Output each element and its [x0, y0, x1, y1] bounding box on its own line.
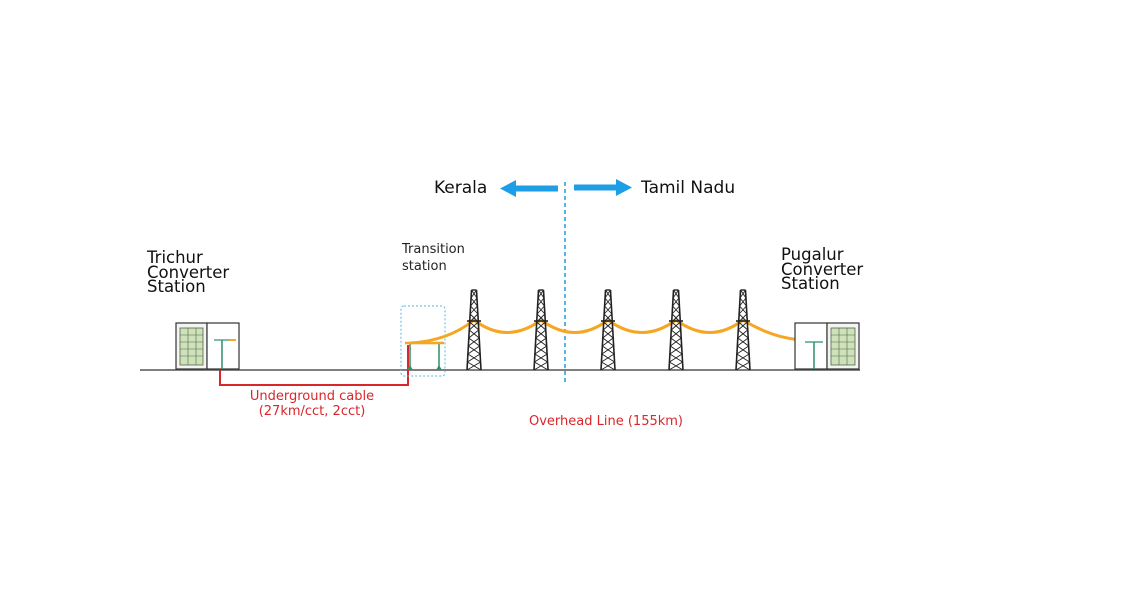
- overhead-line-label: Overhead Line (155km): [529, 414, 684, 429]
- arrow-right-icon: [574, 179, 632, 196]
- trichur-station-label: Trichur Converter Station: [147, 248, 230, 296]
- underground-cable: [219, 345, 409, 386]
- region-label-kerala: Kerala: [434, 178, 488, 198]
- transmission-tower-icon: [533, 289, 549, 371]
- pugalur-station-label: Pugalur Converter Station: [781, 245, 864, 293]
- transition-station-label: Transition station: [402, 242, 465, 274]
- transmission-tower-icon: [466, 289, 482, 371]
- trichur-converter-building-icon: [175, 322, 240, 370]
- region-label-tamil-nadu: Tamil Nadu: [641, 178, 736, 198]
- transmission-tower-icon: [600, 289, 616, 371]
- overhead-conductor: [409, 318, 806, 345]
- transmission-tower-icon: [668, 289, 684, 371]
- transition-station-box: [400, 305, 446, 377]
- transition-station-equipment: [405, 341, 444, 370]
- underground-cable-label: Underground cable (27km/cct, 2cct): [249, 389, 375, 419]
- transmission-tower-icon: [735, 289, 751, 371]
- arrow-left-icon: [500, 180, 558, 197]
- pugalur-converter-building-icon: [794, 322, 860, 370]
